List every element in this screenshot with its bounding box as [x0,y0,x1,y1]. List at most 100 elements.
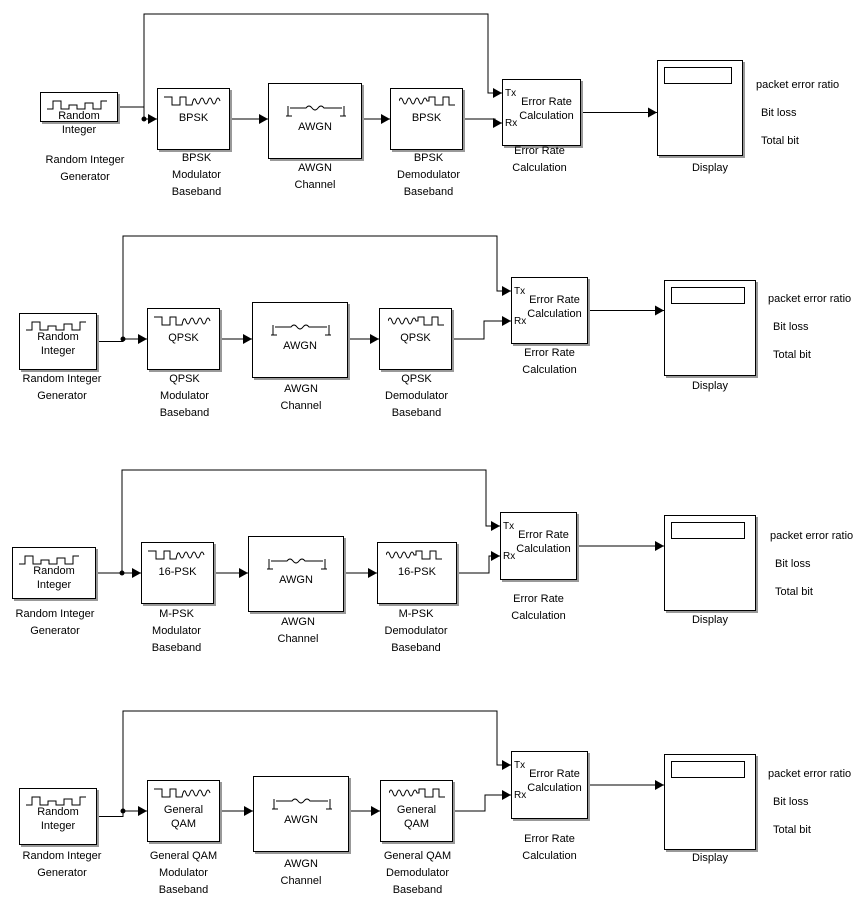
feedback-to-tx-line [121,469,500,573]
demodulator-to-rx-arrowhead [493,118,502,128]
tx-port-label: Tx [514,286,526,297]
random-integer-block-label: Random Integer [37,331,79,357]
modulator-block-label: General QAM [163,804,204,830]
modulator-block[interactable]: 16-PSK [141,542,214,604]
modulator-block[interactable]: General QAM [147,780,220,842]
channel-to-demodulator-arrowhead [370,334,379,344]
channel-to-demodulator-arrowhead [368,568,377,578]
error-rate-caption: Error Rate Calculation [522,833,577,862]
demodulator-to-rx-arrowhead [491,551,500,561]
display-readout-label: packet error ratio [768,768,852,780]
awgn-channel-block-label: AWGN [284,814,318,826]
feedback-to-tx-line [143,13,502,119]
random-integer-block-label: Random Integer [33,565,75,591]
tx-port-label: Tx [503,521,515,532]
error-to-display-arrowhead [655,541,664,551]
error-to-display-arrowhead [655,305,664,316]
display-readout-window [671,522,745,539]
random-integer-caption: Random Integer Generator [15,608,95,637]
tx-port-label: Tx [514,760,526,771]
display-readout-label: Total bit [775,586,813,598]
display-readout-label: Bit loss [761,107,797,119]
error-rate-caption: Error Rate Calculation [512,145,567,174]
random-integer-block-label: Random Integer [37,806,79,832]
modulator-block-label: 16-PSK [158,566,197,578]
random-integer-caption: Random Integer Generator [22,850,102,879]
awgn-channel-caption: AWGN Channel [280,858,322,887]
feedback-to-tx-line [122,235,511,339]
error-to-display-arrowhead [655,780,664,790]
random-integer-block-label: Random Integer [58,110,100,136]
error-rate-block-label: Error Rate Calculation [519,96,574,122]
display-readout-label: Bit loss [775,558,811,570]
error-rate-caption: Error Rate Calculation [511,593,566,622]
demodulator-block-label: QPSK [400,332,431,344]
display-readout-window [671,287,745,304]
display-block[interactable] [664,515,756,611]
random-integer-block[interactable]: Random Integer [12,547,96,599]
feedback-to-tx-arrowhead [491,521,500,531]
awgn-channel-block[interactable]: AWGN [268,83,362,159]
demodulator-block-label: BPSK [411,112,442,124]
demodulator-caption: M-PSK Demodulator Baseband [384,608,448,654]
modulator-caption: General QAM Modulator Baseband [149,850,218,896]
awgn-channel-block-label: AWGN [298,121,332,133]
demodulator-block[interactable]: BPSK [390,88,463,150]
random-integer-block[interactable]: Random Integer [19,788,97,845]
display-block[interactable] [657,60,743,156]
demodulator-block[interactable]: QPSK [379,308,452,370]
display-readout-window [671,761,745,778]
feedback-to-tx-line [122,710,511,811]
source-to-modulator-arrowhead [148,114,157,124]
demodulator-to-rx-arrowhead [502,790,511,800]
rx-port-label: Rx [514,316,527,327]
awgn-channel-caption: AWGN Channel [280,383,322,412]
modulator-caption: QPSK Modulator Baseband [159,373,210,419]
demodulator-caption: QPSK Demodulator Baseband [385,373,448,419]
channel-to-demodulator-arrowhead [381,114,390,124]
display-readout-label: Total bit [773,824,811,836]
modulator-block-label: BPSK [178,112,209,124]
awgn-channel-block[interactable]: AWGN [252,302,348,378]
source-to-modulator-arrowhead [138,334,147,344]
demodulator-caption: BPSK Demodulator Baseband [397,152,460,198]
tx-port-label: Tx [505,88,517,99]
feedback-to-tx-arrowhead [493,88,502,98]
modulator-to-channel-arrowhead [259,114,268,124]
random-integer-caption: Random Integer Generator [22,373,102,402]
error-rate-block-label: Error Rate Calculation [516,529,571,555]
rx-port-label: Rx [514,790,527,801]
display-block[interactable] [664,754,756,850]
modulator-block[interactable]: QPSK [147,308,220,370]
feedback-to-tx-arrowhead [502,760,511,770]
feedback-to-tx-arrowhead [502,286,511,296]
display-readout-label: packet error ratio [768,293,852,305]
awgn-channel-block[interactable]: AWGN [248,536,344,612]
modulator-block[interactable]: BPSK [157,88,230,150]
awgn-channel-block[interactable]: AWGN [253,776,349,852]
source-to-modulator-line [97,810,147,817]
demodulator-to-rx-line [453,794,511,812]
random-integer-block[interactable]: Random Integer [19,313,97,370]
random-integer-caption: Random Integer Generator [45,154,125,183]
demodulator-block[interactable]: General QAM [380,780,453,842]
rx-port-label: Rx [505,118,518,129]
demodulator-block[interactable]: 16-PSK [377,542,457,604]
display-readout-label: Bit loss [773,321,809,333]
error-rate-block-label: Error Rate Calculation [527,768,582,794]
display-caption: Display [691,162,729,174]
awgn-channel-block-label: AWGN [283,340,317,352]
channel-to-demodulator-arrowhead [371,806,380,816]
display-readout-label: Bit loss [773,796,809,808]
demodulator-to-rx-line [452,320,511,340]
modulator-to-channel-arrowhead [244,806,253,816]
random-integer-block[interactable]: Random Integer [40,92,118,136]
demodulator-block-label: General QAM [396,804,437,830]
modulator-caption: M-PSK Modulator Baseband [151,608,202,654]
display-block[interactable] [664,280,756,376]
error-rate-block-label: Error Rate Calculation [527,294,582,320]
